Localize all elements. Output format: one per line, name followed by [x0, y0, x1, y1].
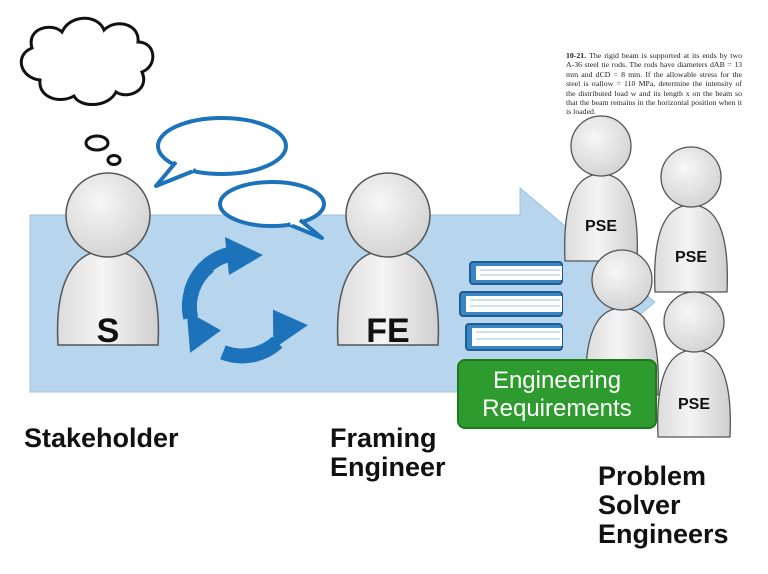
thought-cloud-icon [19, 16, 155, 166]
cycle-arrows-icon [181, 237, 308, 364]
framing-engineer-label-line2: Engineer [330, 452, 446, 482]
speech-bubble-icon [154, 116, 288, 188]
pse-figure [564, 115, 638, 262]
problem-solvers-label-line2: Solver [598, 490, 681, 520]
problem-solvers-label-line1: Problem [598, 461, 707, 491]
pse-badge: PSE [674, 249, 707, 266]
pse-figure [657, 291, 731, 438]
stakeholder-label: Stakeholder [24, 423, 179, 453]
requirements-line1: Engineering [492, 367, 622, 394]
problem-number: 10-21. [566, 51, 587, 60]
problem-statement: 10-21.The rigid beam is supported at its… [566, 51, 742, 117]
pse-figure [654, 146, 728, 293]
pse-badge: PSE [584, 218, 617, 235]
problem-solvers-label-line3: Engineers [598, 519, 729, 549]
book-stack-icon [459, 261, 563, 351]
framing-engineer-label-line1: Framing [330, 423, 437, 453]
stakeholder-badge: S [96, 312, 120, 350]
requirements-line2: Requirements [482, 395, 632, 422]
pse-badge: PSE [677, 396, 710, 413]
framing-engineer-badge: FE [366, 312, 410, 350]
problem-body: The rigid beam is supported at its ends … [566, 51, 742, 117]
engineering-requirements-box: Engineering Requirements [457, 359, 657, 429]
speech-bubble-icon [218, 180, 326, 240]
